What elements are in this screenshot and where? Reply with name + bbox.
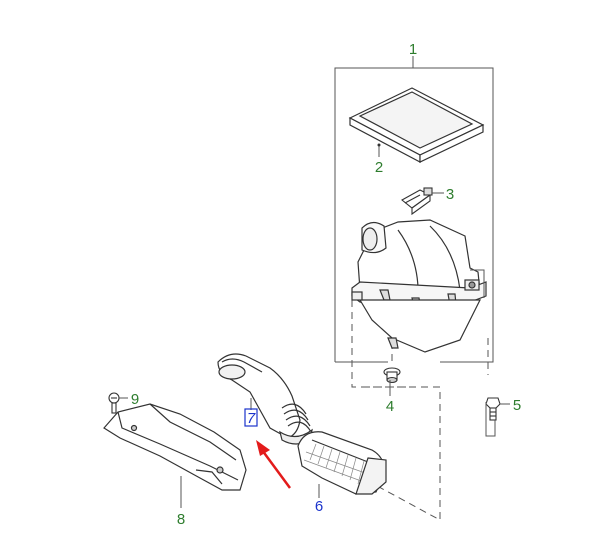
selection-arrow xyxy=(256,440,292,489)
shroud-screw[interactable] xyxy=(108,392,120,414)
callout-4[interactable]: 4 xyxy=(386,398,394,415)
leader-dot-2 xyxy=(377,143,381,147)
callout-5[interactable]: 5 xyxy=(513,397,521,414)
leader-bracket-5 xyxy=(485,402,496,437)
mounting-bolt[interactable] xyxy=(485,397,501,421)
callout-2[interactable]: 2 xyxy=(375,159,383,176)
callout-8[interactable]: 8 xyxy=(177,511,185,528)
air-intake-duct[interactable] xyxy=(217,353,313,445)
callout-9[interactable]: 9 xyxy=(131,391,139,408)
callout-3[interactable]: 3 xyxy=(446,186,454,203)
callout-7-highlight xyxy=(244,408,258,427)
mass-air-flow-sensor[interactable] xyxy=(401,187,433,216)
callout-7[interactable]: 7 xyxy=(247,410,256,427)
housing-grommet[interactable] xyxy=(383,367,401,384)
housing-mount-bracket xyxy=(470,269,485,298)
assembly-bracket xyxy=(334,56,494,363)
callout-6[interactable]: 6 xyxy=(315,498,323,515)
air-cleaner-housing[interactable] xyxy=(351,219,487,353)
callout-1[interactable]: 1 xyxy=(409,41,417,58)
resonator-duct[interactable] xyxy=(297,431,387,495)
air-filter-element[interactable] xyxy=(348,87,485,163)
air-inlet-shroud[interactable] xyxy=(103,403,247,491)
